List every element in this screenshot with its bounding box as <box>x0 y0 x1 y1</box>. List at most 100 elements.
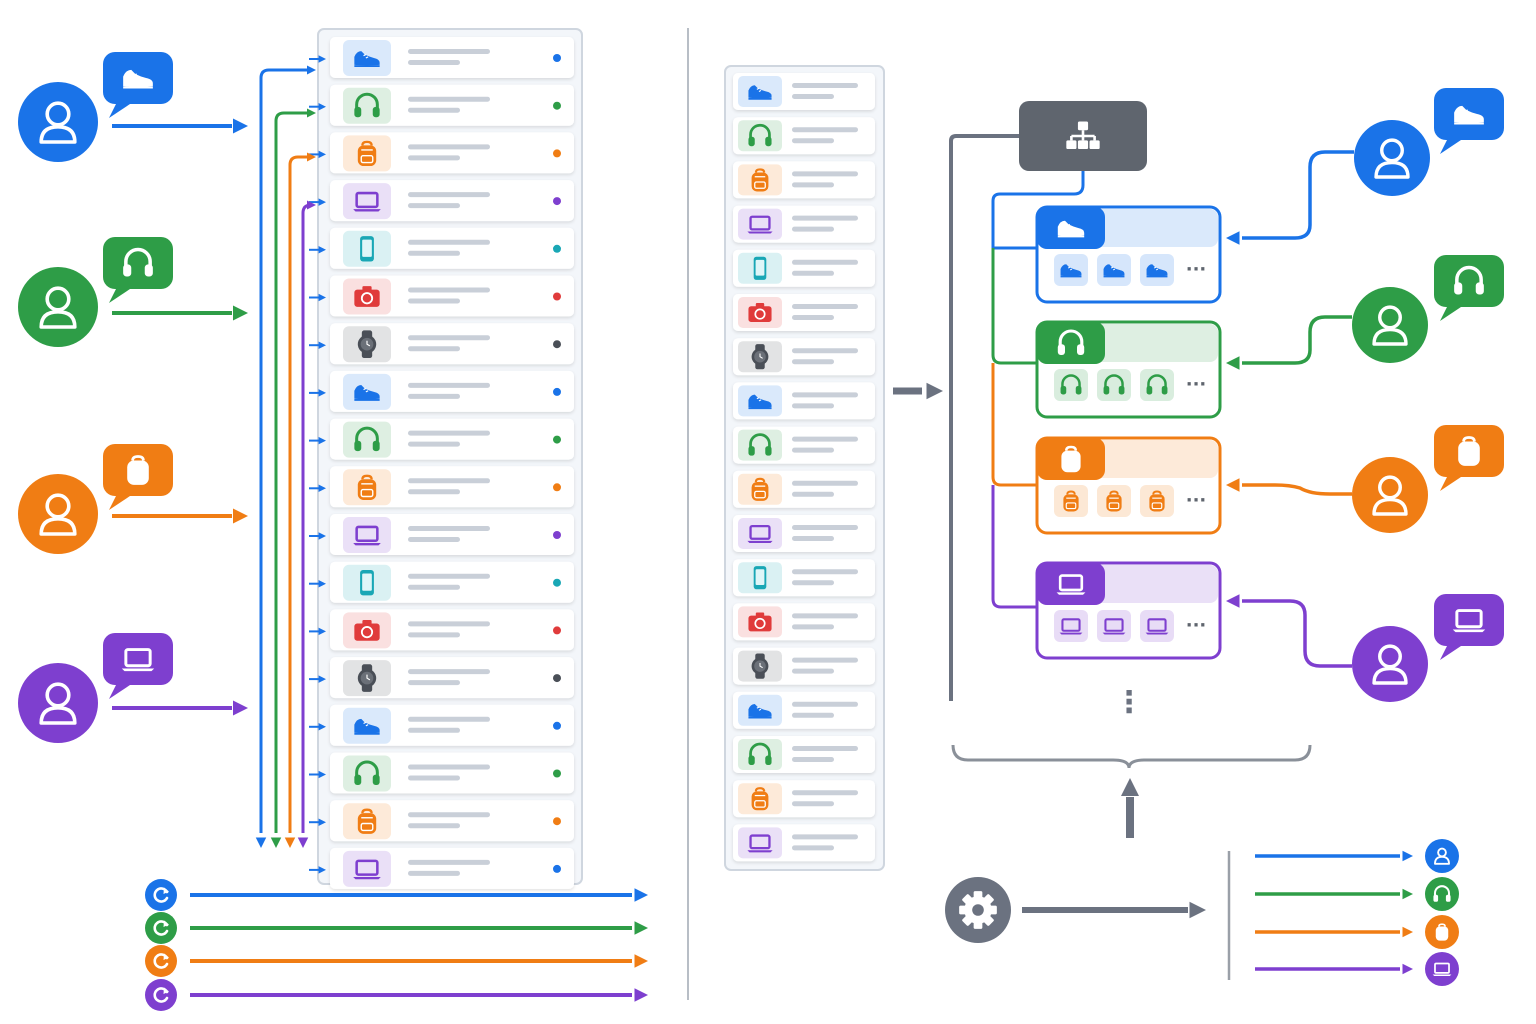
user-avatar <box>18 474 98 554</box>
user-avatar <box>18 663 98 743</box>
engine-output-purple <box>1255 952 1459 986</box>
phone-icon <box>360 236 374 262</box>
shoe-laces <box>756 706 762 711</box>
row-text-line <box>792 94 834 99</box>
catalog-row <box>309 609 574 651</box>
user-avatar <box>1352 457 1428 533</box>
catalog-row <box>733 559 875 597</box>
row-scan-arrow <box>309 150 326 159</box>
row-status-dot <box>553 674 561 683</box>
left-user-shoe <box>18 52 248 162</box>
row-text-line <box>408 584 460 590</box>
arrowhead <box>307 65 316 75</box>
catalog-row <box>309 275 574 317</box>
sitemap-leaf <box>1077 140 1089 150</box>
refresh-arrowhead <box>163 920 169 927</box>
engine <box>945 839 1459 986</box>
shoe-laces <box>133 73 140 79</box>
headphones-left-cup <box>748 136 755 147</box>
watch-icon <box>357 330 377 358</box>
shoe-icon <box>354 51 380 67</box>
user-avatar <box>18 267 98 347</box>
shoe-icon <box>123 69 153 89</box>
headphones-left-cup <box>1146 385 1153 395</box>
catalog-row <box>733 382 875 420</box>
headphones-right-cup <box>372 774 380 785</box>
avatar-head <box>1378 475 1402 500</box>
headphones-band <box>1433 885 1451 898</box>
headphones-icon <box>354 426 380 452</box>
watch-hands <box>366 340 371 347</box>
user-avatar <box>1354 120 1430 196</box>
headphones-left-cup <box>1433 894 1439 902</box>
refresh-icon <box>153 953 169 969</box>
camera-lens <box>360 292 374 305</box>
left-panel <box>18 28 648 1011</box>
engine-output-orange <box>1255 915 1459 949</box>
arrowhead <box>1402 926 1413 938</box>
arrowhead <box>1121 778 1139 796</box>
arrowhead <box>318 246 326 254</box>
headphones-icon <box>354 92 380 118</box>
speech-bubble <box>1434 594 1504 660</box>
speech-bubble <box>103 237 173 303</box>
shoe-icon <box>1146 264 1168 278</box>
headphones-band <box>1147 374 1167 389</box>
arrowhead <box>318 389 326 397</box>
user-avatar <box>1352 626 1428 702</box>
camera-top <box>362 286 372 291</box>
catalog-row <box>733 603 875 641</box>
arrowhead <box>233 700 248 716</box>
row-text-line <box>792 171 858 177</box>
hierarchy-left-rail <box>949 134 1022 701</box>
laptop-screen <box>1147 618 1167 632</box>
backpack-icon <box>1435 923 1449 941</box>
avatar-body <box>1372 497 1408 516</box>
hierarchy-bracket <box>951 744 1312 769</box>
avatar-body <box>1372 327 1408 346</box>
shoe-icon <box>354 385 380 401</box>
refresh-badge <box>145 945 177 977</box>
headphones-right-cup <box>765 755 772 765</box>
laptop-icon <box>1432 962 1452 977</box>
row-text-line <box>792 712 834 718</box>
row-text-line <box>792 801 834 807</box>
row-text-line <box>408 716 490 722</box>
headphones-right-cup <box>1118 385 1125 395</box>
shoe-laces <box>363 721 369 727</box>
laptop-screen <box>1104 618 1124 632</box>
row-text-line <box>792 392 858 398</box>
avatar-body <box>39 706 77 725</box>
arrowhead <box>318 198 326 206</box>
backpack-handle <box>754 168 766 173</box>
avatar-body <box>1374 160 1410 179</box>
shoe-laces <box>1067 266 1073 271</box>
arrowhead <box>318 55 326 63</box>
bubble-tail <box>1440 305 1464 321</box>
row-text-line <box>792 746 858 751</box>
arrowhead <box>1402 888 1413 900</box>
shoe-body <box>1057 220 1085 236</box>
left-user-laptop <box>18 633 248 743</box>
avatar-circle <box>18 663 98 743</box>
laptop-base <box>121 668 155 672</box>
bubble-box <box>103 237 173 289</box>
shoe-icon <box>1454 105 1484 125</box>
backpack-pocket <box>1151 502 1163 510</box>
row-text-line <box>408 870 460 876</box>
camera-lens <box>754 617 766 630</box>
headphones-left-cup <box>354 106 362 118</box>
refresh-line-purple <box>145 979 648 1011</box>
group-more-indicator: ··· <box>1186 259 1207 280</box>
headphones-icon <box>354 760 380 785</box>
arrowhead <box>233 508 248 524</box>
left-user-backpack <box>18 444 248 554</box>
laptop-base <box>353 876 381 880</box>
backpack-icon <box>1106 490 1122 512</box>
avatar-body <box>1372 666 1408 685</box>
row-text-line <box>792 580 834 586</box>
bubble-box <box>1434 594 1504 646</box>
catalog-row <box>733 515 875 552</box>
laptop-icon <box>353 859 381 880</box>
arrowhead <box>318 484 326 493</box>
